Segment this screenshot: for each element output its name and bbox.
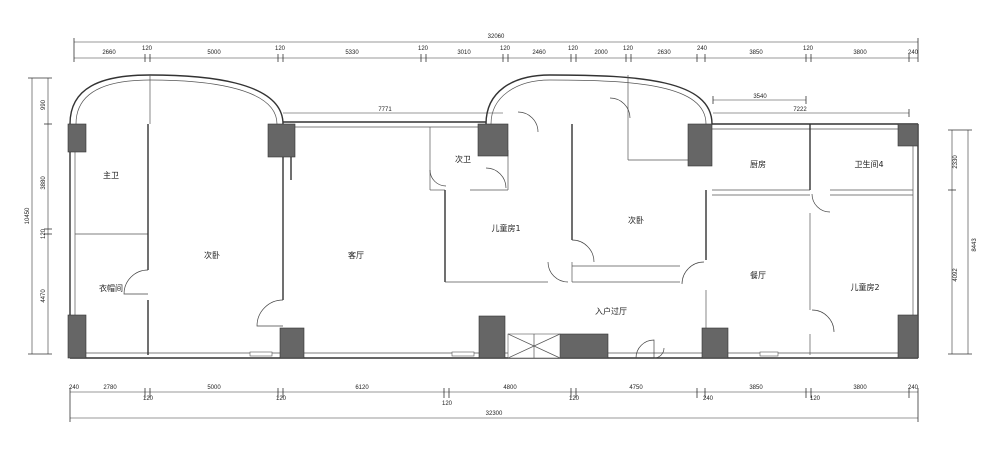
top-seg-12: 2630 <box>657 50 671 56</box>
room-label-living-room: 客厅 <box>348 250 364 260</box>
window <box>759 351 779 357</box>
top-seg-15: 120 <box>803 46 814 52</box>
window-mullions <box>507 333 561 359</box>
bottom-seg-7: 4800 <box>503 385 517 391</box>
entry-door-swing <box>653 347 665 359</box>
top-seg-9: 120 <box>568 46 579 52</box>
inner-dimensions: 7771 3540 7222 <box>283 94 910 117</box>
room-labels: 主卫 衣帽间 次卧 客厅 次卫 儿童房1 次卧 入户过厅 厨房 卫生间4 餐厅 … <box>99 154 884 316</box>
left-dimension-chain: 10450 990 3880 120 4470 <box>25 77 52 355</box>
column <box>701 327 729 359</box>
bottom-seg-12: 120 <box>810 396 821 402</box>
bottom-seg-10: 240 <box>703 396 714 402</box>
doors <box>123 97 835 359</box>
room-label-entry-hall: 入户过厅 <box>595 306 627 316</box>
right-dimension-chain: 2330 4092 8443 <box>948 129 978 355</box>
column <box>897 314 919 359</box>
room-label-dining-room: 餐厅 <box>750 271 766 280</box>
door-swing <box>429 169 447 187</box>
walls <box>69 74 919 359</box>
door-swing <box>571 239 595 263</box>
bottom-seg-3: 5000 <box>207 385 221 391</box>
inner-7222-label: 7222 <box>793 107 807 113</box>
door-swing <box>811 193 831 213</box>
room-label-kitchen: 厨房 <box>750 159 766 169</box>
door-swing <box>681 261 705 285</box>
bottom-seg-14: 240 <box>908 385 919 391</box>
room-label-children-room-1: 儿童房1 <box>491 223 520 233</box>
door-swing <box>256 299 284 327</box>
door-swing <box>609 97 631 119</box>
room-label-cloakroom: 衣帽间 <box>99 283 123 293</box>
bottom-seg-4: 120 <box>276 396 287 402</box>
top-seg-2: 5000 <box>207 50 221 56</box>
top-seg-1: 120 <box>142 46 153 52</box>
inner-3540-label: 3540 <box>753 94 767 100</box>
column <box>279 327 305 359</box>
top-seg-4: 5330 <box>345 50 359 56</box>
bottom-seg-2: 120 <box>143 396 154 402</box>
room-label-second-bath: 次卫 <box>455 154 471 164</box>
left-seg-2: 120 <box>41 228 47 239</box>
structural-columns <box>67 123 919 359</box>
door-swing <box>485 167 507 189</box>
top-seg-14: 3850 <box>749 50 763 56</box>
entry-door-swing <box>635 339 655 359</box>
column <box>67 123 87 153</box>
column <box>477 123 509 157</box>
right-total-label: 8443 <box>972 238 978 252</box>
top-dimension-chain: 32060 2660 120 5000 120 5330 120 3010 12… <box>73 34 919 62</box>
top-total-label: 32060 <box>488 34 505 40</box>
bottom-dimension-chain: 240 2780 120 5000 120 6120 120 4800 120 … <box>69 385 919 422</box>
top-seg-17: 240 <box>908 50 919 56</box>
column <box>67 314 87 359</box>
door-swing <box>811 309 835 333</box>
door-swing <box>547 261 569 283</box>
top-seg-6: 3010 <box>457 50 471 56</box>
column <box>559 333 609 359</box>
top-seg-10: 2000 <box>594 50 608 56</box>
bottom-total-label: 32300 <box>486 411 503 417</box>
bottom-seg-6: 120 <box>442 401 453 407</box>
room-label-second-bedroom-left: 次卧 <box>204 250 220 260</box>
left-seg-0: 990 <box>41 99 47 110</box>
top-seg-8: 2460 <box>532 50 546 56</box>
top-seg-3: 120 <box>275 46 286 52</box>
right-seg-0: 2330 <box>953 155 959 169</box>
column <box>267 123 296 158</box>
bottom-seg-5: 6120 <box>355 385 369 391</box>
left-seg-3: 4470 <box>41 289 47 303</box>
room-label-second-bedroom-mid: 次卧 <box>628 215 644 225</box>
bottom-seg-9: 4750 <box>629 385 643 391</box>
top-seg-16: 3800 <box>853 50 867 56</box>
column <box>687 123 713 167</box>
bottom-seg-1: 2780 <box>103 385 117 391</box>
window <box>451 351 475 357</box>
left-total-label: 10450 <box>25 207 31 224</box>
room-label-bathroom-4: 卫生间4 <box>854 159 883 169</box>
windows <box>249 333 779 359</box>
top-seg-5: 120 <box>418 46 429 52</box>
inner-7771-label: 7771 <box>378 107 392 113</box>
bottom-seg-8: 120 <box>569 396 580 402</box>
bottom-seg-11: 3850 <box>749 385 763 391</box>
top-seg-13: 240 <box>697 46 708 52</box>
bottom-seg-0: 240 <box>69 385 80 391</box>
bottom-seg-13: 3800 <box>853 385 867 391</box>
column <box>478 315 506 359</box>
left-seg-1: 3880 <box>41 176 47 190</box>
door-swing <box>517 111 539 133</box>
column <box>897 123 919 147</box>
window <box>249 351 273 357</box>
top-seg-11: 120 <box>623 46 634 52</box>
door-swing <box>123 269 149 295</box>
room-label-children-room-2: 儿童房2 <box>850 282 879 292</box>
top-seg-0: 2660 <box>102 50 116 56</box>
right-seg-1: 4092 <box>953 268 959 282</box>
top-seg-7: 120 <box>500 46 511 52</box>
room-label-master-bath: 主卫 <box>103 170 119 180</box>
